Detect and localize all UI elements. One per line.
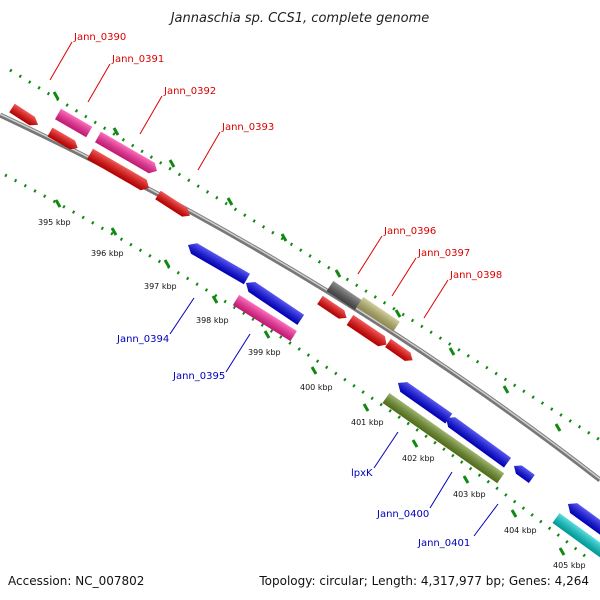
gene-label-forward[interactable]: Jann_0397 [417, 248, 470, 259]
gene-label-reverse[interactable]: Jann_0394 [116, 334, 169, 345]
gene-label-reverse[interactable]: Jann_0401 [417, 538, 470, 549]
gene-arrow-lpxk[interactable] [382, 393, 505, 484]
kbp-label: 402 kbp [402, 454, 435, 463]
gene-label-forward[interactable]: Jann_0392 [163, 86, 216, 97]
gene-arrow-blue-g[interactable] [511, 462, 535, 483]
map-title: Jannaschia sp. CCS1, complete genome [168, 11, 430, 26]
gene-arrow-jann-0394-a[interactable] [185, 240, 250, 285]
kbp-label: 400 kbp [300, 383, 333, 392]
gene-arrow-jann-0391[interactable] [55, 108, 93, 138]
kbp-label: 395 kbp [38, 218, 71, 227]
gene-arrow-jann-0401[interactable] [552, 513, 600, 559]
gene-label-forward[interactable]: Jann_0391 [111, 54, 164, 65]
gene-arrow-jann-0390[interactable] [9, 103, 40, 129]
accession-label: Accession: NC_007802 [8, 574, 144, 588]
gene-arrow-red-d[interactable] [346, 315, 390, 350]
gene-label-forward[interactable]: Jann_0396 [383, 226, 436, 237]
genome-backbone-highlight [0, 113, 600, 480]
reverse-leader-lines [169, 297, 499, 537]
kbp-label: 404 kbp [504, 526, 537, 535]
kbp-label: 397 kbp [144, 282, 177, 291]
gene-arrow-red-a[interactable] [47, 127, 81, 153]
gene-arrow-blue-f[interactable] [442, 413, 512, 468]
gene-label-reverse[interactable]: Jann_0400 [376, 509, 429, 520]
gene-arrow-blue-h[interactable] [564, 499, 600, 539]
kbp-label: 403 kbp [453, 490, 486, 499]
genome-backbone [0, 112, 600, 482]
gene-label-reverse[interactable]: Jann_0395 [172, 371, 225, 382]
gene-label-forward[interactable]: Jann_0398 [449, 270, 502, 281]
gene-label-forward[interactable]: Jann_0393 [221, 122, 274, 133]
gene-arrow-jann-0395[interactable] [232, 294, 297, 342]
kbp-label: 399 kbp [248, 348, 281, 357]
inner-tick-track [4, 173, 591, 562]
gene-arrow-jann-0398[interactable] [385, 338, 415, 364]
gene-arrow-red-b[interactable] [87, 148, 152, 193]
gene-arrow-jann-0392[interactable] [95, 131, 160, 176]
kbp-label: 396 kbp [91, 249, 124, 258]
kbp-label: 398 kbp [196, 316, 229, 325]
topology-label: Topology: circular; Length: 4,317,977 bp… [258, 574, 589, 588]
gene-arrow-jann-0397[interactable] [356, 297, 400, 332]
forward-leader-lines [49, 41, 449, 319]
kbp-label: 405 kbp [553, 561, 586, 570]
kbp-label: 401 kbp [351, 418, 384, 427]
kbp-tick-marks [54, 199, 566, 556]
gene-arrow-blue-e[interactable] [395, 378, 453, 424]
gene-label-reverse[interactable]: lpxK [351, 468, 373, 479]
gene-arrow-jann-0393[interactable] [155, 190, 192, 220]
gene-arrow-red-c[interactable] [317, 295, 349, 322]
gene-label-forward[interactable]: Jann_0390 [73, 32, 126, 43]
outer-tick-marks [52, 91, 562, 432]
gene-arrow-jann-0396[interactable] [326, 281, 362, 310]
gene-arrow-jann-0394-b[interactable] [243, 278, 305, 325]
